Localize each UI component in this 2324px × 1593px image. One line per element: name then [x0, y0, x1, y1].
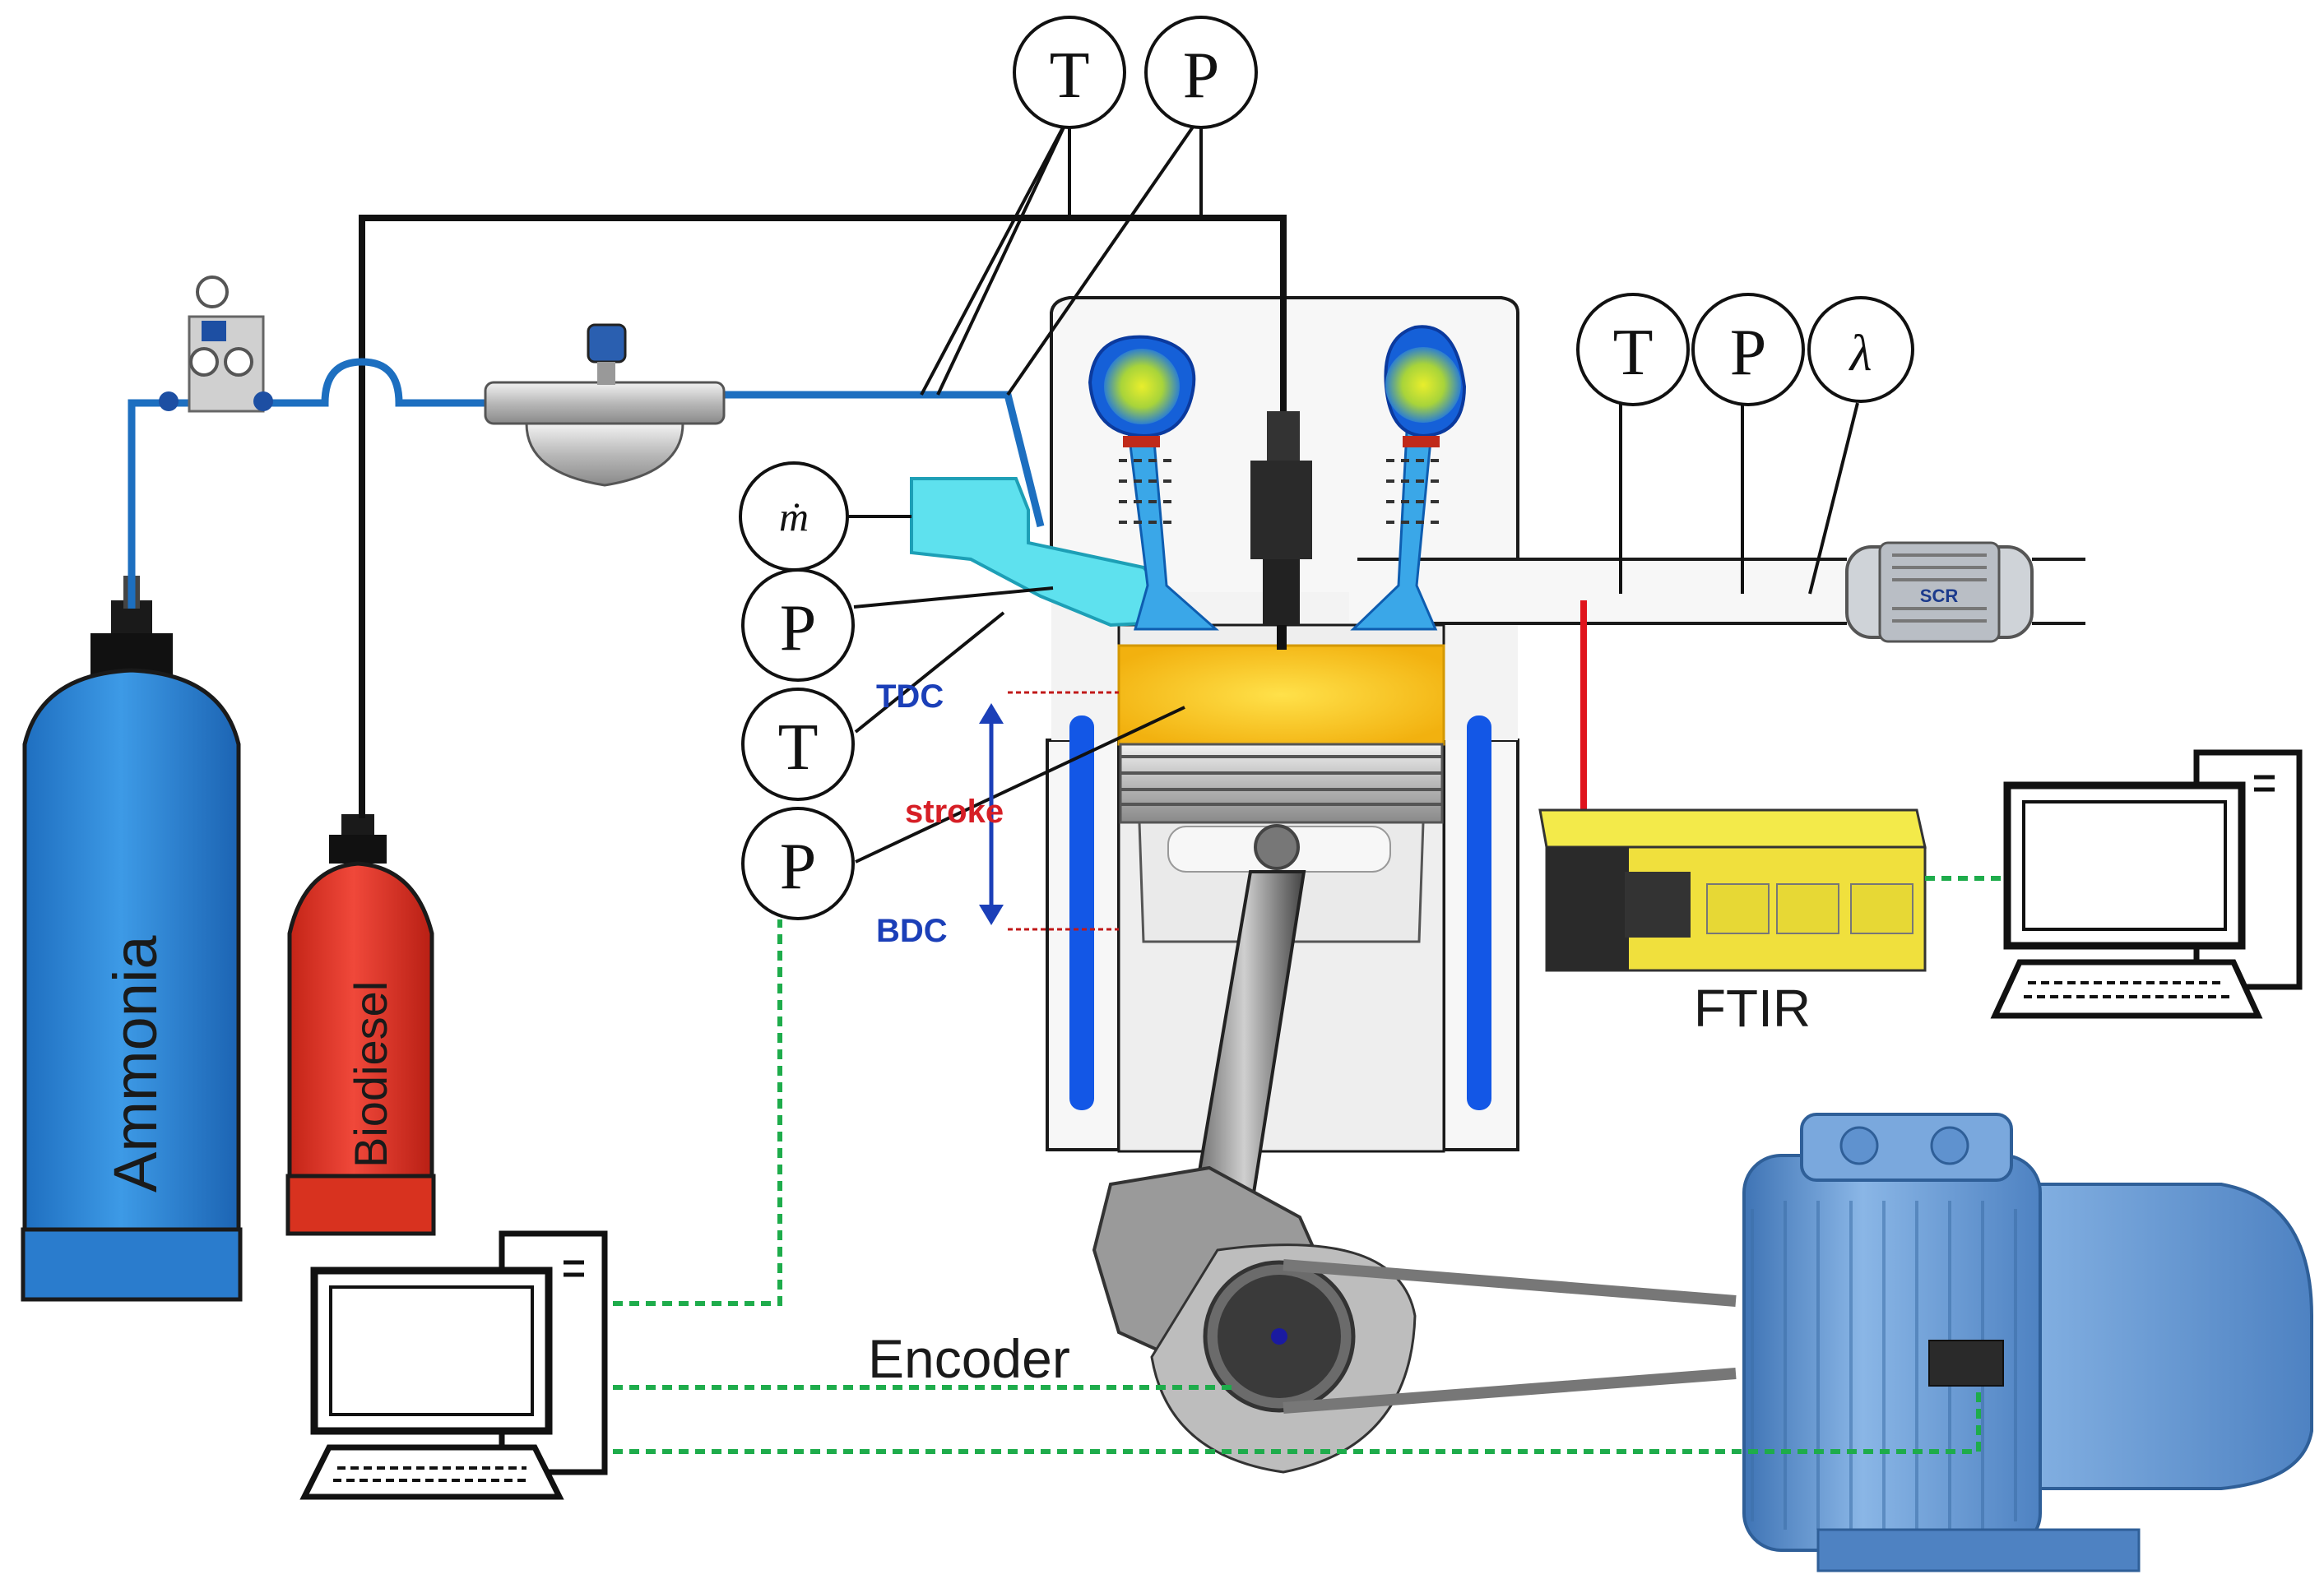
ammonia-line-hop — [300, 358, 485, 407]
svg-text:T: T — [1613, 317, 1654, 389]
ammonia-label: Ammonia — [101, 935, 169, 1192]
svg-text:T: T — [1050, 39, 1090, 112]
pressure-regulator — [159, 276, 273, 413]
svg-text:P: P — [1183, 39, 1220, 112]
svg-text:P: P — [780, 831, 817, 903]
coolant-jacket-left — [1069, 715, 1094, 1110]
biodiesel-cylinder: Biodiesel — [285, 814, 436, 1236]
pressure-sensor-intake: P — [741, 568, 855, 682]
pressure-sensor-exhaust: P — [1691, 293, 1805, 406]
coriolis-flow-meter — [484, 323, 726, 487]
scr-catalyst: SCR — [1845, 541, 2034, 643]
ftir-analyzer — [1538, 808, 1927, 972]
stroke-label: stroke — [905, 794, 1004, 830]
bdc-label: BDC — [876, 913, 948, 949]
electric-motor — [1742, 1113, 2313, 1572]
svg-text:λ: λ — [1849, 326, 1872, 382]
coolant-jacket-right — [1467, 715, 1491, 1110]
biodiesel-label: Biodiesel — [345, 981, 397, 1168]
tdc-label: TDC — [876, 678, 944, 715]
ftir-computer — [1990, 749, 2303, 1019]
ftir-label: FTIR — [1694, 979, 1811, 1038]
svg-text:P: P — [1730, 317, 1767, 389]
biodiesel-fuel-line — [359, 215, 1287, 818]
lambda-sensor-exhaust: λ — [1807, 296, 1914, 403]
temperature-sensor-fuel: T — [1013, 16, 1126, 129]
combustion-chamber — [1117, 644, 1445, 746]
motor-nameplate — [1928, 1340, 2004, 1387]
svg-text:ṁ: ṁ — [779, 493, 809, 539]
ammonia-cylinder: Ammonia — [21, 576, 243, 1302]
intake-cam — [1088, 335, 1196, 447]
pressure-sensor-cylinder: P — [741, 807, 855, 920]
sensor-leaders — [839, 113, 1859, 864]
mass-flow-sensor-intake: ṁ — [739, 461, 849, 572]
encoder-label: Encoder — [868, 1328, 1070, 1389]
ammonia-line-to-regulator — [128, 399, 300, 609]
exhaust-pipe — [1349, 558, 2085, 625]
daq-computer — [299, 1230, 608, 1500]
pressure-sensor-fuel: P — [1144, 16, 1258, 129]
exhaust-cam — [1384, 325, 1467, 447]
temperature-sensor-exhaust: T — [1576, 293, 1690, 406]
scr-label: SCR — [1920, 586, 1959, 606]
temperature-sensor-intake: T — [741, 688, 855, 801]
crank-encoder — [1203, 1260, 1356, 1413]
stroke-arrow — [979, 703, 1004, 925]
signal-lines — [613, 876, 2007, 1454]
svg-text:P: P — [780, 592, 817, 665]
svg-text:T: T — [778, 711, 819, 784]
drive-belt — [1283, 1259, 1737, 1414]
fuel-injector — [1250, 411, 1312, 650]
